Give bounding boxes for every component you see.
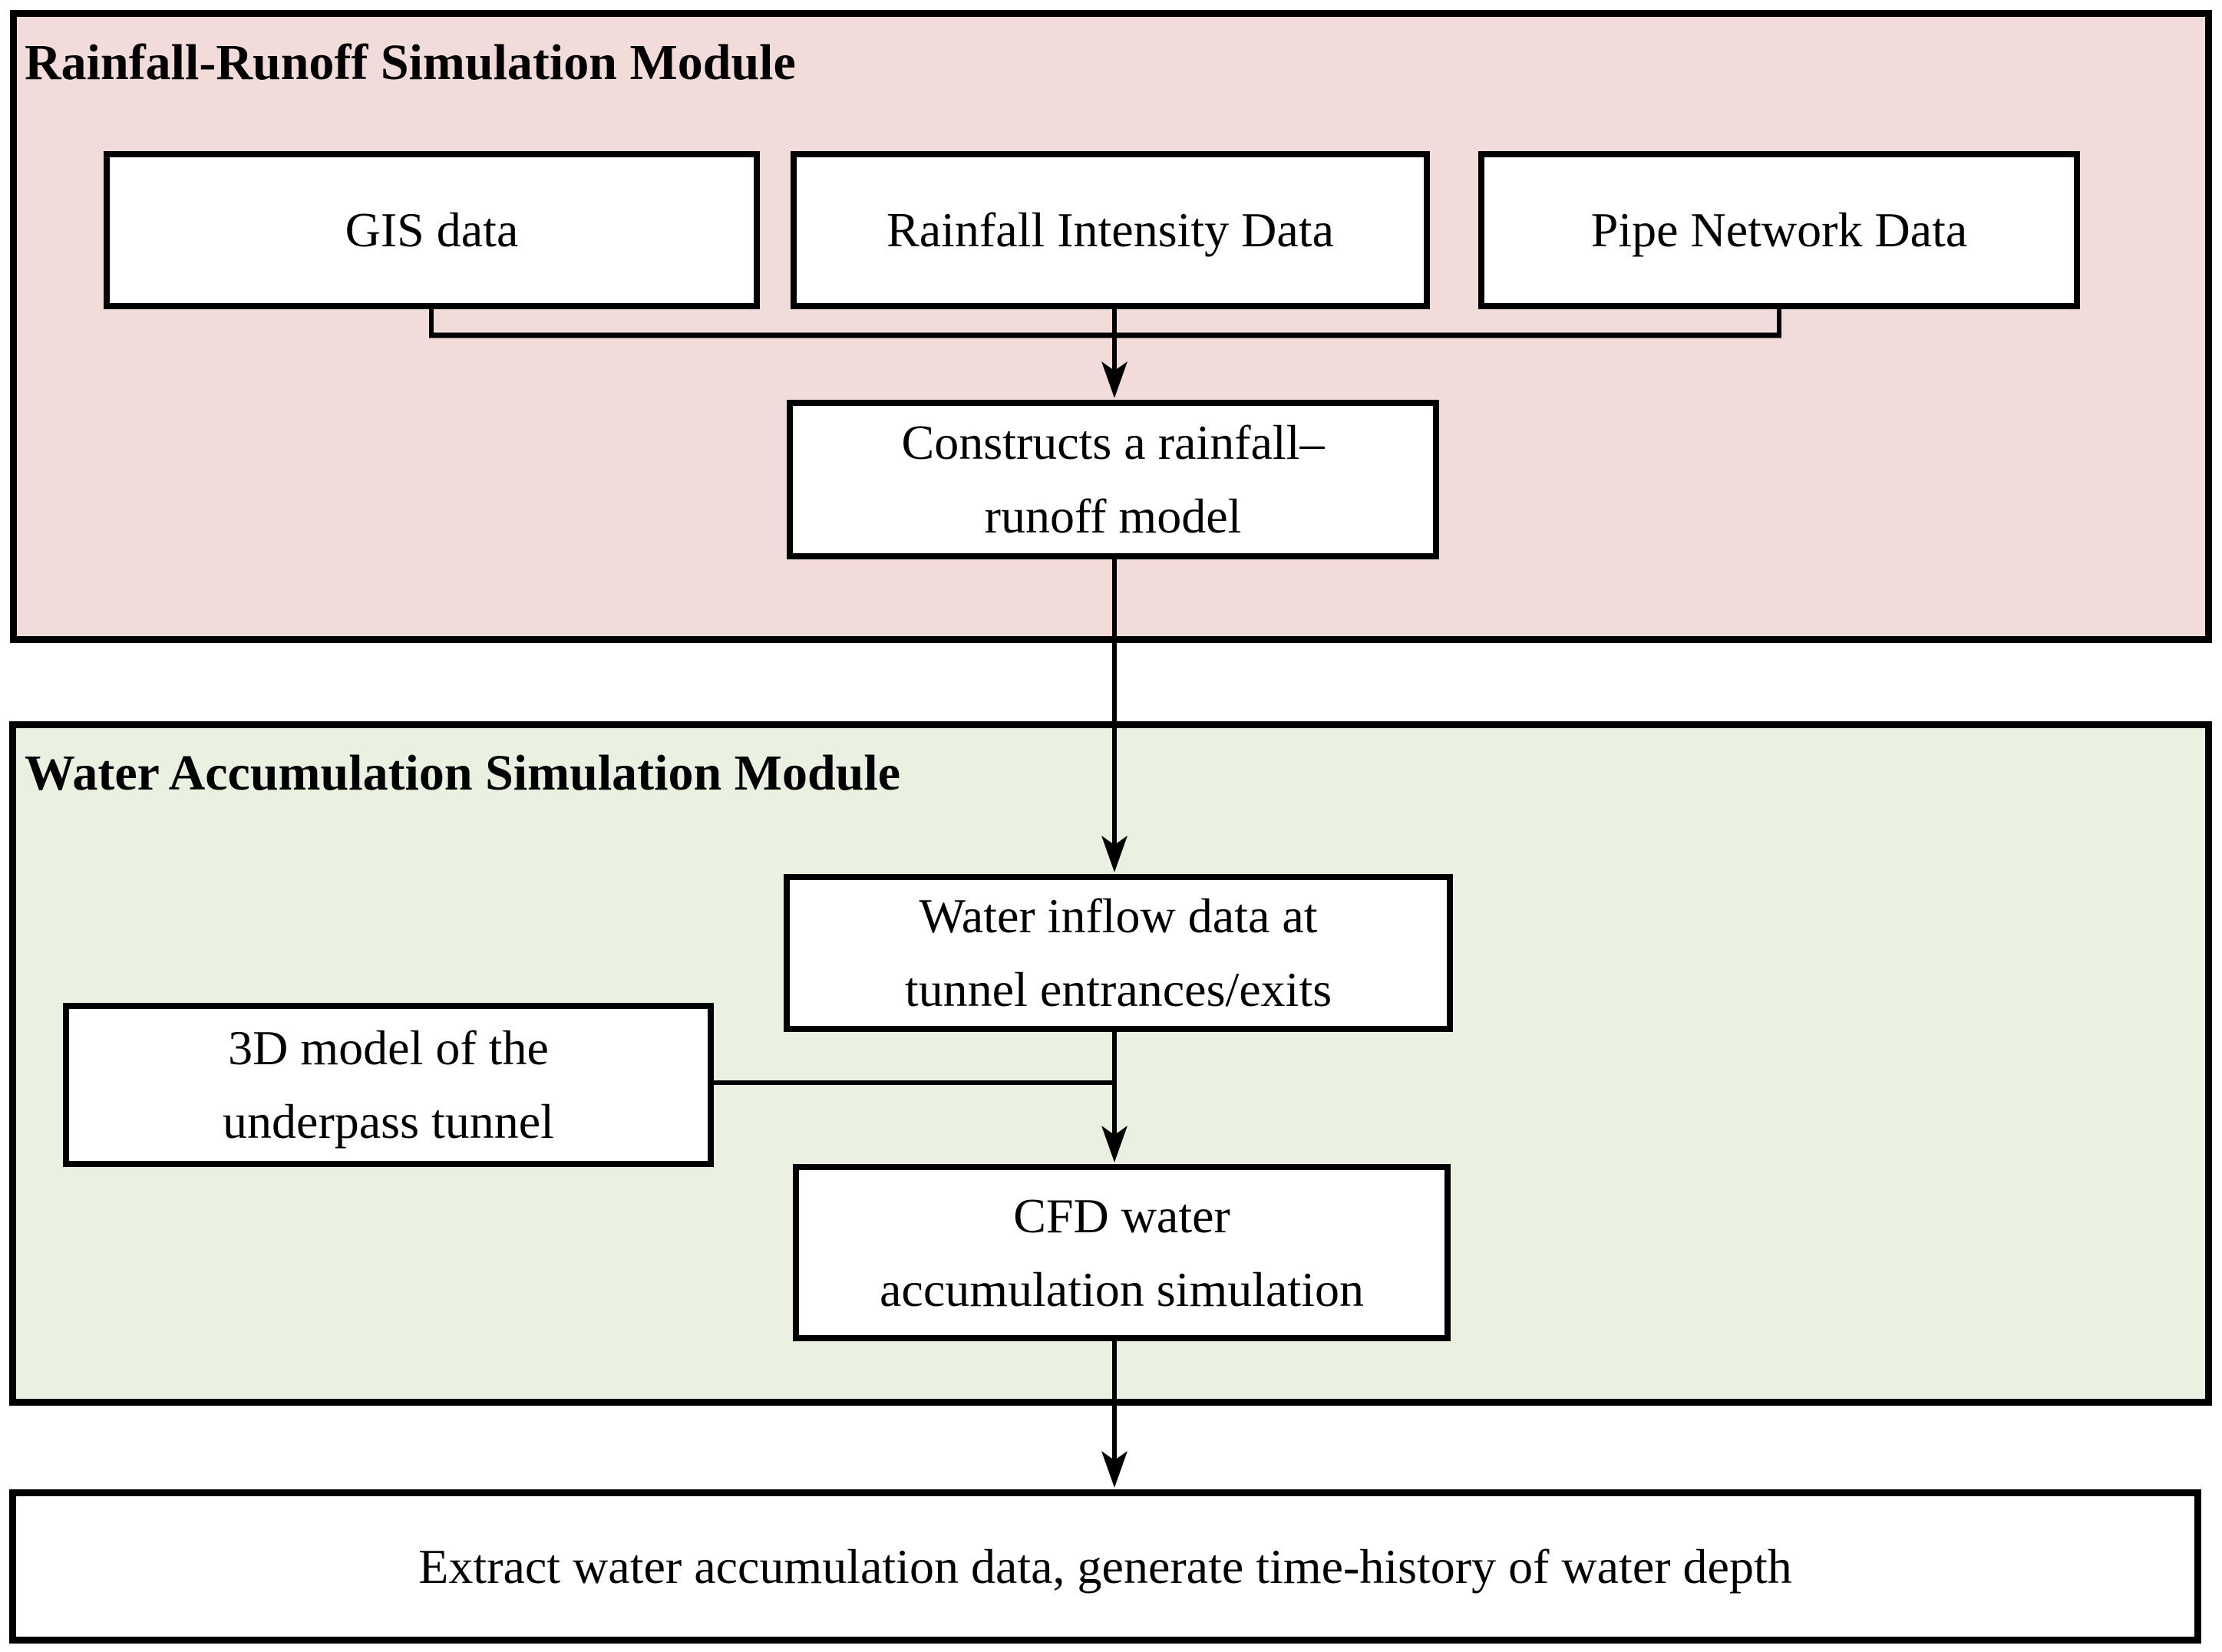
node-3d-model-underpass-tunnel-label: 3D model of the underpass tunnel — [223, 1021, 554, 1149]
node-extract-water-accumulation-output-label: Extract water accumulation data, generat… — [418, 1538, 1792, 1594]
arrowhead-to-output — [1101, 1451, 1128, 1488]
node-pipe-network-data-label: Pipe Network Data — [1590, 203, 1968, 257]
node-extract-water-accumulation-output: Extract water accumulation data, generat… — [9, 1489, 2201, 1644]
node-gis-data-label: GIS data — [345, 203, 519, 257]
module1-title: Rainfall-Runoff Simulation Module — [25, 35, 796, 91]
node-cfd-water-accumulation-simulation: CFD water accumulation simulation — [793, 1164, 1451, 1341]
node-rainfall-intensity-data: Rainfall Intensity Data — [791, 151, 1430, 309]
node-cfd-water-accumulation-simulation-label: CFD water accumulation simulation — [880, 1188, 1364, 1317]
node-constructs-rainfall-runoff-model-label: Constructs a rainfall– runoff model — [901, 415, 1325, 543]
node-pipe-network-data: Pipe Network Data — [1478, 151, 2080, 309]
node-constructs-rainfall-runoff-model: Constructs a rainfall– runoff model — [787, 400, 1439, 559]
node-gis-data: GIS data — [104, 151, 760, 309]
node-3d-model-underpass-tunnel: 3D model of the underpass tunnel — [63, 1003, 714, 1167]
node-water-inflow-data-label: Water inflow data at tunnel entrances/ex… — [904, 889, 1332, 1017]
module2-title: Water Accumulation Simulation Module — [25, 745, 901, 801]
node-rainfall-intensity-data-label: Rainfall Intensity Data — [886, 203, 1334, 257]
node-water-inflow-data: Water inflow data at tunnel entrances/ex… — [784, 874, 1453, 1032]
